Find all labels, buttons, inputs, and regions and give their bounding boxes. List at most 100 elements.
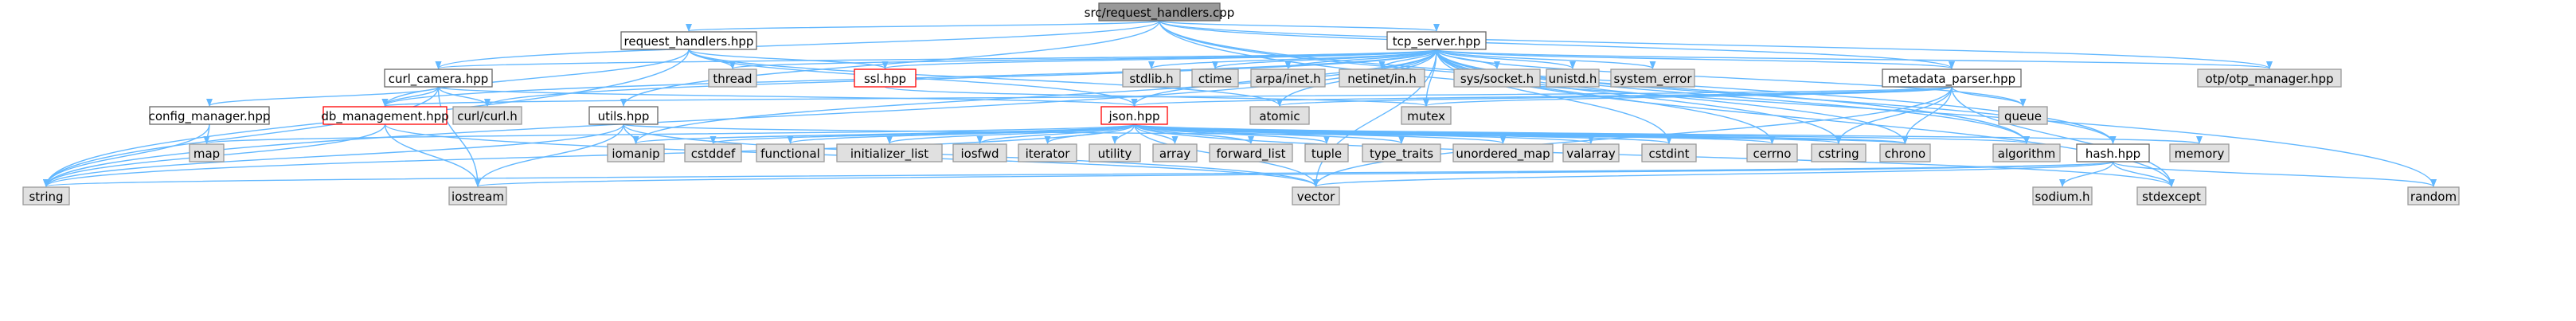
edge-curlcam-to-curlh	[437, 86, 491, 107]
node-curlh[interactable]: curl/curl.h	[452, 106, 522, 125]
node-utility[interactable]: utility	[1089, 143, 1141, 162]
edge-hash-to-iostream	[475, 161, 2114, 187]
node-umap[interactable]: unordered_map	[1452, 143, 1554, 162]
edge-req-to-db	[381, 49, 690, 107]
edge-tcp-to-syserr	[1436, 49, 1656, 69]
node-random[interactable]: random	[2407, 186, 2460, 206]
edge-json-to-map	[204, 123, 1136, 144]
node-box	[1546, 69, 1600, 88]
node-functional[interactable]: functional	[756, 143, 825, 162]
edge-tcp-to-curlh	[484, 49, 1437, 107]
node-fwdlist[interactable]: forward_list	[1209, 143, 1293, 162]
node-mutex[interactable]: mutex	[1401, 106, 1452, 125]
node-algorithm[interactable]: algorithm	[1992, 143, 2061, 162]
node-sodium[interactable]: sodium.h	[2032, 186, 2093, 206]
node-box	[322, 106, 448, 125]
node-label: cstring	[1818, 147, 1859, 161]
node-box	[684, 143, 742, 162]
node-queue[interactable]: queue	[1998, 106, 2048, 125]
node-chrono[interactable]: chrono	[1879, 143, 1931, 162]
node-box	[1191, 69, 1239, 88]
node-cstddef[interactable]: cstddef	[684, 143, 742, 162]
node-tuple[interactable]: tuple	[1304, 143, 1349, 162]
node-label: algorithm	[1998, 147, 2055, 161]
node-json[interactable]: json.hpp	[1100, 106, 1168, 125]
node-netinet[interactable]: netinet/in.h	[1339, 69, 1425, 88]
node-arpa[interactable]: arpa/inet.h	[1250, 69, 1326, 88]
node-label: stdlib.h	[1129, 72, 1173, 86]
edge-tcp-to-meta	[1436, 49, 1955, 69]
node-label: atomic	[1259, 109, 1300, 123]
node-map[interactable]: map	[189, 143, 225, 162]
node-req[interactable]: request_handlers.hpp	[620, 31, 757, 50]
node-box	[1641, 143, 1697, 162]
node-stdlib[interactable]: stdlib.h	[1122, 69, 1181, 88]
node-box	[384, 69, 493, 88]
node-config[interactable]: config_manager.hpp	[149, 106, 271, 125]
node-box	[1386, 31, 1487, 50]
node-ssl[interactable]: ssl.hpp	[854, 69, 917, 88]
node-label: metadata_parser.hpp	[1888, 72, 2015, 87]
edge-hash-to-random	[2112, 161, 2437, 187]
node-label: thread	[713, 72, 752, 86]
node-utils[interactable]: utils.hpp	[588, 106, 659, 125]
node-atomic[interactable]: atomic	[1249, 106, 1310, 125]
node-label: hash.hpp	[2085, 147, 2140, 161]
node-hash[interactable]: hash.hpp	[2076, 143, 2150, 162]
node-iostream[interactable]: iostream	[448, 186, 507, 206]
node-label: random	[2410, 190, 2457, 204]
node-otp[interactable]: otp/otp_manager.hpp	[2197, 69, 2342, 88]
node-syserr[interactable]: system_error	[1610, 69, 1695, 88]
node-box	[448, 186, 507, 206]
node-label: functional	[760, 147, 820, 161]
node-array[interactable]: array	[1152, 143, 1198, 162]
node-typetraits[interactable]: type_traits	[1362, 143, 1441, 162]
node-memory[interactable]: memory	[2169, 143, 2230, 162]
node-label: string	[29, 190, 63, 204]
edge-json-to-typetraits	[1133, 123, 1405, 144]
node-cstdint[interactable]: cstdint	[1641, 143, 1697, 162]
node-label: valarray	[1566, 147, 1616, 161]
edge-hash-to-string	[44, 161, 2114, 187]
node-ctime[interactable]: ctime	[1191, 69, 1239, 88]
node-root[interactable]: src/request_handlers.cpp	[1085, 2, 1235, 22]
edge-json-to-array	[1133, 123, 1179, 144]
node-meta[interactable]: metadata_parser.hpp	[1882, 69, 2022, 88]
node-syssock[interactable]: sys/socket.h	[1453, 69, 1541, 88]
node-iterator[interactable]: iterator	[1018, 143, 1077, 162]
node-string[interactable]: string	[22, 186, 70, 206]
node-box	[1304, 143, 1349, 162]
node-iomanip[interactable]: iomanip	[607, 143, 665, 162]
edge-curlcam-to-string	[43, 86, 440, 187]
node-tcp[interactable]: tcp_server.hpp	[1386, 31, 1487, 50]
node-label: config_manager.hpp	[149, 109, 271, 124]
node-label: json.hpp	[1108, 109, 1160, 123]
node-cerrno[interactable]: cerrno	[1746, 143, 1798, 162]
node-label: tcp_server.hpp	[1393, 34, 1481, 49]
node-label: mutex	[1407, 109, 1445, 123]
edge-meta-to-queue	[1951, 86, 2027, 107]
node-label: arpa/inet.h	[1255, 72, 1320, 86]
node-db[interactable]: db_management.hpp	[321, 106, 449, 125]
node-label: otp/otp_manager.hpp	[2205, 72, 2333, 87]
node-box	[1152, 143, 1198, 162]
node-box	[22, 186, 70, 206]
node-vector[interactable]: vector	[1292, 186, 1340, 206]
node-initlist[interactable]: initializer_list	[836, 143, 943, 162]
node-curlcam[interactable]: curl_camera.hpp	[384, 69, 493, 88]
node-label: iterator	[1026, 147, 1071, 161]
node-valarray[interactable]: valarray	[1562, 143, 1620, 162]
node-cstring[interactable]: cstring	[1811, 143, 1867, 162]
edge-json-to-string	[43, 123, 1136, 187]
edge-meta-to-db	[383, 86, 1953, 107]
node-iosfwd[interactable]: iosfwd	[952, 143, 1007, 162]
edge-root-to-utils	[620, 20, 1160, 107]
node-unistd[interactable]: unistd.h	[1546, 69, 1600, 88]
node-stdexcept[interactable]: stdexcept	[2136, 186, 2207, 206]
node-thread[interactable]: thread	[708, 69, 757, 88]
node-label: system_error	[1613, 72, 1692, 87]
node-label: utils.hpp	[598, 109, 650, 123]
edge-root-to-random	[1159, 20, 2437, 187]
node-box	[1362, 143, 1441, 162]
edge-req-to-atomic	[688, 49, 1283, 107]
